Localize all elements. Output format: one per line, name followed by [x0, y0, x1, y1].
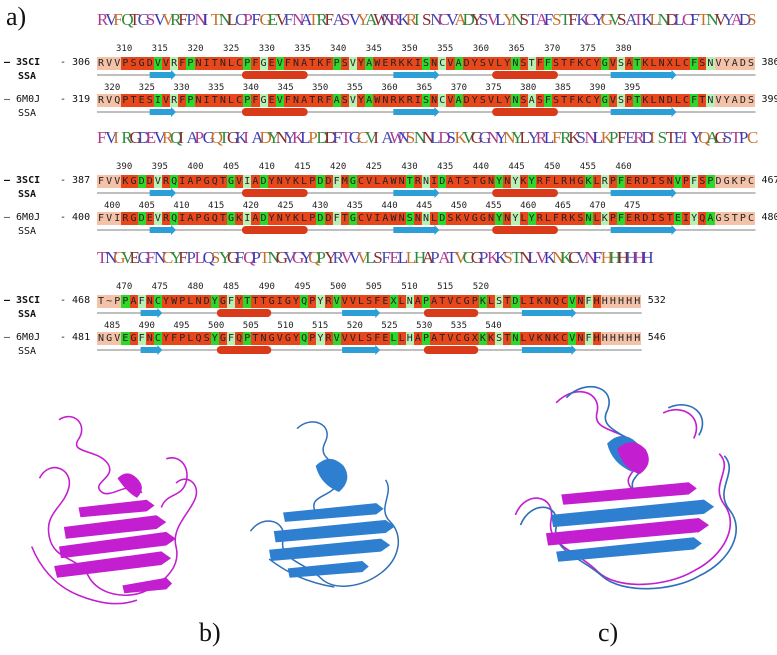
- protein-structure-magenta: [30, 415, 198, 605]
- ssa-label: SSA: [18, 309, 37, 320]
- secondary-structure-track: [97, 225, 756, 235]
- protein-structure-blue: [249, 421, 399, 588]
- sequence-end: 467: [761, 175, 777, 186]
- sequence-name: – 6M0J: [4, 94, 41, 105]
- sequence-name: – 6M0J: [4, 332, 41, 343]
- sequence-end: 546: [647, 332, 666, 343]
- sequence-end: 399: [761, 94, 777, 105]
- position-numbers-top: 390 395 400 405 410 415 420 425 430 435 …: [116, 162, 632, 172]
- panel-label-c: c): [598, 618, 619, 647]
- panel-label-a: a): [6, 2, 27, 31]
- sequence-start: - 387: [60, 175, 91, 186]
- ssa-label: SSA: [18, 189, 37, 200]
- ssa-label: SSA: [18, 108, 37, 119]
- sequence-start: - 400: [60, 212, 91, 223]
- position-numbers-top: 470 475 480 485 490 495 500 505 510 515 …: [116, 282, 489, 292]
- sequence-name: – 3SCI: [4, 57, 41, 68]
- panel-label-b: b): [199, 618, 221, 647]
- sequence-end: 532: [647, 295, 666, 306]
- position-numbers-top: 310 315 320 325 330 335 340 345 350 355 …: [116, 44, 632, 54]
- secondary-structure-track: [97, 70, 756, 80]
- sequence-end: 386: [761, 57, 777, 68]
- secondary-structure-track: [97, 188, 756, 198]
- position-numbers-mid: 485 490 495 500 505 510 515 520 525 530 …: [104, 321, 502, 331]
- sequence-name: – 6M0J: [4, 212, 41, 223]
- position-numbers-mid: 400 405 410 415 420 425 430 435 440 445 …: [104, 201, 641, 211]
- sequence-name: – 3SCI: [4, 175, 41, 186]
- position-numbers-mid: 320 325 330 335 340 345 350 355 360 365 …: [104, 83, 641, 93]
- sequence-start: - 481: [60, 332, 91, 343]
- sequence-start: - 306: [60, 57, 91, 68]
- secondary-structure-track: [97, 345, 642, 355]
- secondary-structure-track: [97, 107, 756, 117]
- sequence-name: – 3SCI: [4, 295, 41, 306]
- sequence-start: - 319: [60, 94, 91, 105]
- sequence-end: 480: [761, 212, 777, 223]
- sequence-start: - 468: [60, 295, 91, 306]
- ssa-label: SSA: [18, 226, 37, 237]
- protein-structure-overlay: [514, 385, 737, 590]
- secondary-structure-track: [97, 308, 642, 318]
- consensus-sequence: TNGVEGFNCYFPLQSYGFQPTNGVGYQPYRVVVLSFELLH…: [97, 248, 654, 267]
- ssa-label: SSA: [18, 346, 37, 357]
- ssa-label: SSA: [18, 71, 37, 82]
